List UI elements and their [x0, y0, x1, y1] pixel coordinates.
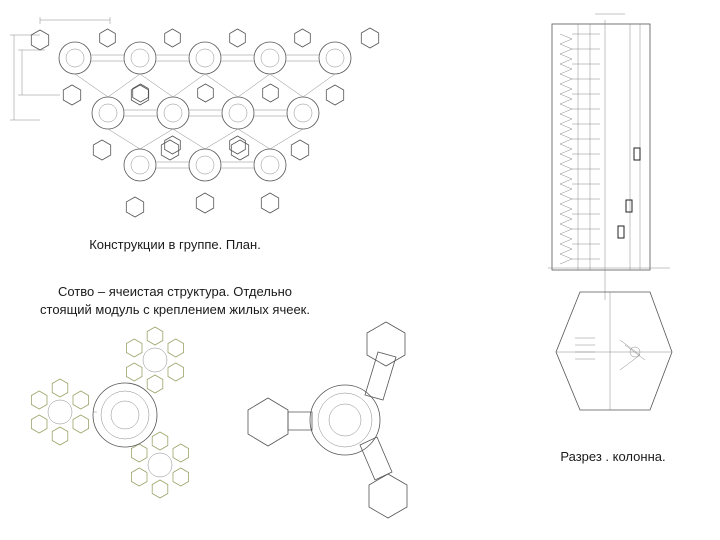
caption-plan: Конструкции в группе. План.: [89, 237, 261, 252]
honeycomb-cell: [130, 443, 148, 463]
elevator-cab-2: [625, 199, 633, 213]
hex-cell-south: [368, 473, 408, 519]
elevator-cab-1: [633, 147, 641, 161]
honeycomb-cell: [151, 431, 169, 451]
plan-cell: [30, 29, 50, 51]
group-plan-drawing: [10, 17, 380, 218]
plan-module-grid: [58, 41, 352, 182]
honeycomb-cell: [172, 467, 190, 487]
plan-cell: [130, 84, 150, 106]
honeycomb-cell: [126, 338, 143, 358]
elevator-cab-3: [617, 225, 625, 239]
plan-dimension-lines: [10, 17, 111, 121]
plan-cell: [290, 139, 310, 161]
plan-module: [188, 148, 222, 182]
arm-south: [359, 436, 393, 481]
honeycomb-cell: [30, 414, 48, 434]
caption-section: Разрез . колонна.: [560, 449, 666, 464]
hex-cell-north: [366, 321, 406, 367]
honeycomb-cell: [167, 338, 185, 358]
honeycomb-clusters: [30, 326, 190, 499]
plan-cell: [230, 139, 250, 161]
column-section-drawing: [548, 13, 673, 411]
honeycomb-cell: [126, 362, 143, 382]
column-shaft: [551, 23, 651, 271]
hex-cell-west: [247, 397, 289, 447]
plan-module: [188, 41, 222, 75]
plan-cell: [260, 192, 280, 214]
plan-module: [123, 41, 157, 75]
plan-cell: [164, 135, 181, 155]
plan-cell-hexagons: [30, 27, 380, 218]
honeycomb-cell: [72, 414, 89, 434]
plan-cell: [160, 139, 180, 161]
plan-module: [253, 148, 287, 182]
honeycomb-cell: [167, 362, 185, 382]
plan-cell: [125, 196, 145, 218]
honeycomb-cell: [130, 467, 148, 487]
caption-honeycomb: Сотво – ячеистая структура. Отдельно сто…: [40, 284, 310, 317]
plan-cell: [99, 28, 116, 48]
plan-module: [253, 41, 287, 75]
honeycomb-cell: [172, 443, 190, 463]
plan-cell: [325, 84, 345, 106]
central-column: [92, 382, 158, 448]
honeycomb-module-drawing: [30, 326, 190, 499]
arm-north: [364, 351, 397, 401]
arm-west: [287, 411, 313, 431]
honeycomb-cell: [151, 479, 169, 499]
plan-cell: [360, 27, 380, 49]
plan-module: [123, 148, 157, 182]
plan-cell: [294, 28, 311, 48]
plan-module: [221, 96, 255, 130]
plan-cell: [197, 83, 214, 103]
base-pod: [555, 291, 673, 411]
plan-cell: [229, 28, 246, 48]
plan-module: [286, 96, 320, 130]
plan-cell: [92, 139, 112, 161]
honeycomb-cell: [51, 378, 69, 398]
plan-module: [58, 41, 92, 75]
honeycomb-cell: [146, 326, 164, 346]
plan-cell: [164, 28, 181, 48]
plan-cell: [262, 83, 279, 103]
plan-cell: [195, 192, 215, 214]
single-module-drawing: [247, 321, 408, 519]
stair-zigzag: [559, 33, 600, 265]
plan-cell: [229, 135, 246, 155]
plan-cell: [62, 84, 82, 106]
honeycomb-cell: [51, 426, 69, 446]
plan-cell: [132, 83, 149, 103]
honeycomb-cell: [30, 390, 48, 410]
plan-module: [156, 96, 190, 130]
plan-module: [318, 41, 352, 75]
plan-module: [91, 96, 125, 130]
honeycomb-cell: [72, 390, 89, 410]
honeycomb-cell: [146, 374, 164, 394]
